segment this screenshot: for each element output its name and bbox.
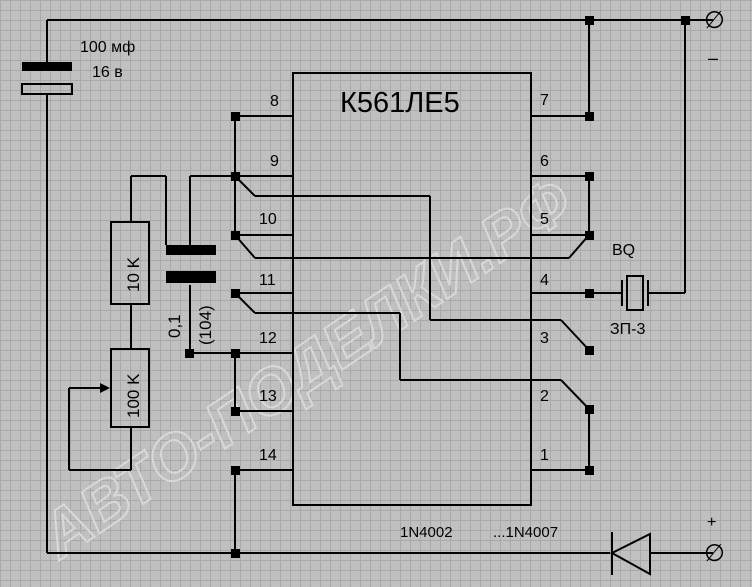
resistor-100k-label: 100 K xyxy=(124,373,143,418)
electrolytic-capacitor-voltage: 16 в xyxy=(92,64,123,81)
pin-label-14: 14 xyxy=(259,447,277,464)
ceramic-capacitor xyxy=(166,245,216,283)
ic-body xyxy=(292,72,532,506)
diode-symbol xyxy=(609,532,651,576)
resistor-network xyxy=(68,175,167,471)
negative-rail xyxy=(46,19,713,294)
buzzer-designator: BQ xyxy=(612,242,635,259)
pin-label-3: 3 xyxy=(540,330,549,347)
pin-label-11: 11 xyxy=(259,272,276,289)
pin-label-1: 1 xyxy=(540,447,549,464)
pin-label-8: 8 xyxy=(270,93,279,110)
junction-dots xyxy=(185,16,690,558)
pin-label-10: 10 xyxy=(259,211,277,228)
electrolytic-capacitor xyxy=(21,62,73,95)
pin-label-9: 9 xyxy=(270,153,279,170)
pin-label-12: 12 xyxy=(259,330,277,347)
svg-text:∅: ∅ xyxy=(704,7,725,34)
positive-rail xyxy=(46,94,713,554)
svg-text:∅: ∅ xyxy=(704,540,725,567)
piezo-buzzer xyxy=(621,275,649,311)
positive-sign: + xyxy=(707,514,716,531)
pin-label-13: 13 xyxy=(259,388,277,405)
watermark-text: АВТО-ПОДЕЛКИ.РФ xyxy=(26,164,584,573)
positive-terminal: ∅ xyxy=(704,540,725,567)
ic-label: К561ЛЕ5 xyxy=(340,87,460,119)
negative-terminal: ∅ xyxy=(704,7,725,34)
pin-label-7: 7 xyxy=(540,92,549,109)
pin-label-4: 4 xyxy=(540,272,549,289)
diode-part-b: ...1N4007 xyxy=(493,524,558,541)
pin-label-5: 5 xyxy=(540,211,549,228)
ceramic-capacitor-value: 0,1 xyxy=(165,314,184,338)
ic-left-pins xyxy=(235,115,293,471)
pin-label-2: 2 xyxy=(540,388,549,405)
diode-part-a: 1N4002 xyxy=(400,524,453,541)
resistor-10k-label: 10 K xyxy=(124,256,143,292)
pin-label-6: 6 xyxy=(540,153,549,170)
electrolytic-capacitor-value: 100 мф xyxy=(80,39,135,56)
negative-sign: – xyxy=(708,48,718,68)
buzzer-model: ЗП-3 xyxy=(610,321,645,338)
ceramic-capacitor-code: (104) xyxy=(196,305,215,345)
